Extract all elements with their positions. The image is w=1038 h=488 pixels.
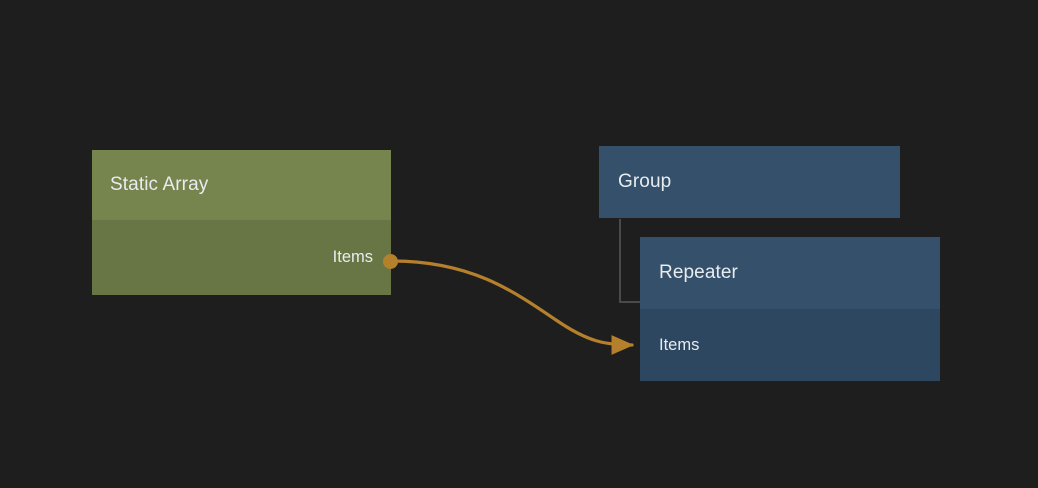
node-static-array-title: Static Array bbox=[110, 174, 209, 195]
node-repeater-header[interactable]: Repeater bbox=[640, 237, 940, 309]
node-static-array-header[interactable]: Static Array bbox=[92, 150, 391, 220]
output-port-dot-items[interactable] bbox=[383, 254, 398, 269]
hierarchy-bracket-group-repeater bbox=[619, 219, 641, 303]
node-repeater-title: Repeater bbox=[659, 262, 738, 283]
port-row-static-array-items[interactable]: Items bbox=[92, 220, 391, 295]
node-group-title: Group bbox=[618, 171, 672, 192]
node-repeater[interactable]: Repeater Items bbox=[640, 237, 940, 381]
port-label-static-array-items: Items bbox=[332, 248, 373, 266]
node-static-array-body: Items bbox=[92, 220, 391, 295]
connection-items-to-items[interactable] bbox=[390, 259, 634, 355]
node-static-array[interactable]: Static Array Items bbox=[92, 150, 391, 295]
node-group-header[interactable]: Group bbox=[599, 146, 900, 218]
port-row-repeater-items[interactable]: Items bbox=[640, 309, 940, 381]
node-group[interactable]: Group bbox=[599, 146, 900, 218]
port-label-repeater-items: Items bbox=[659, 335, 700, 354]
node-repeater-body: Items bbox=[640, 309, 940, 381]
